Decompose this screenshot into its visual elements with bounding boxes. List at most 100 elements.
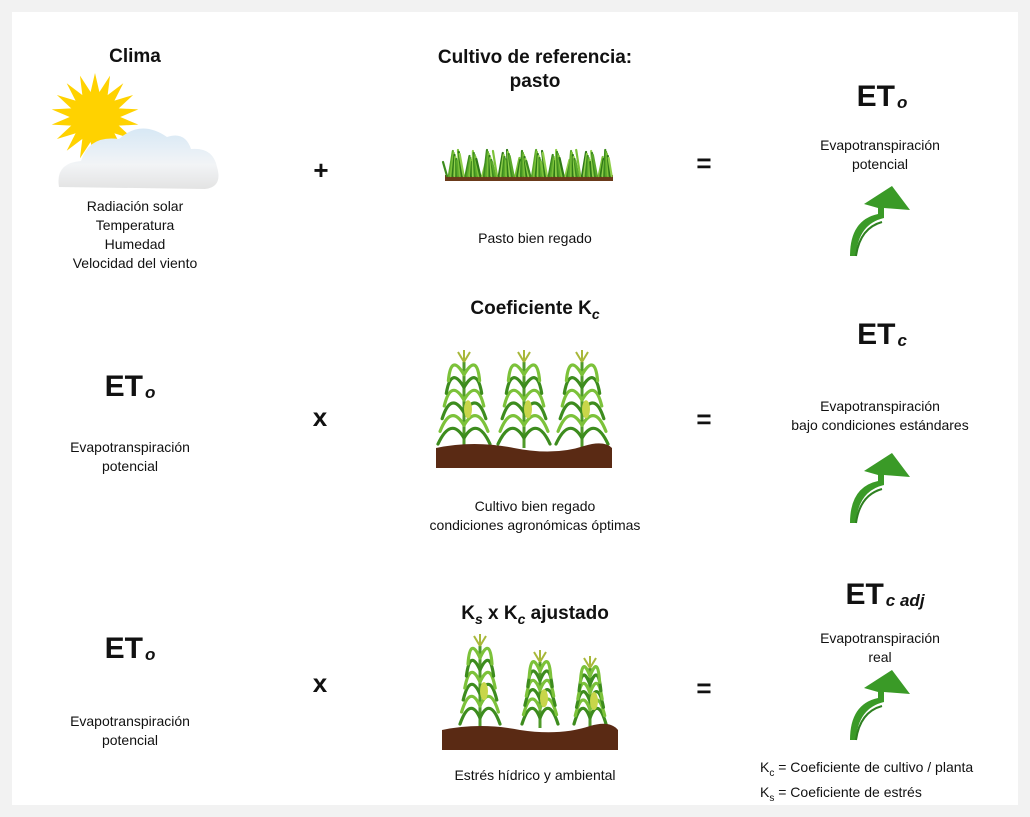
corn-leaf xyxy=(442,388,466,408)
grass-blade xyxy=(591,153,598,178)
corn-leaf xyxy=(578,665,592,684)
grass-blade xyxy=(451,153,456,178)
corn-leaf xyxy=(500,401,526,421)
corn-leaf xyxy=(462,363,482,383)
grass-blade xyxy=(575,148,582,178)
eto-input-description: Evapotranspiración potencial xyxy=(40,712,220,750)
grass-blade xyxy=(564,158,571,178)
grass-blade xyxy=(490,160,497,178)
corn-tassel xyxy=(457,350,471,363)
corn-leaf xyxy=(522,388,546,408)
corn-leaf xyxy=(462,414,490,433)
grass-blade xyxy=(497,151,504,178)
grass-blade xyxy=(441,160,449,178)
corn-leaf xyxy=(506,363,526,383)
grass-blade xyxy=(475,157,482,178)
description-line: potencial xyxy=(101,732,159,748)
ks-kc-adjusted-title: Ks x Kc ajustado xyxy=(420,603,650,627)
corn-leaf xyxy=(462,376,484,395)
grass-blade xyxy=(580,150,588,178)
corn-leaf xyxy=(538,669,554,689)
multiply-operator: x xyxy=(312,668,328,698)
corn-tassel xyxy=(533,650,547,663)
corn-leaf xyxy=(522,426,552,446)
grass-blade xyxy=(447,149,454,178)
corn-leaf xyxy=(527,660,542,679)
corn-cob xyxy=(480,682,488,701)
et-subscript: o xyxy=(144,645,156,664)
description-line: potencial xyxy=(851,156,909,172)
legend-ks: Ks = Coeficiente de estrés xyxy=(760,783,973,808)
et-subscript: c xyxy=(897,331,907,350)
reference-crop-description: Pasto bien regado xyxy=(478,230,592,246)
corn-tassel xyxy=(575,350,589,363)
corn-leaf xyxy=(560,388,584,408)
corn-leaf xyxy=(576,681,592,701)
legend-letter: K xyxy=(760,759,770,775)
corn-leaf xyxy=(523,688,542,707)
description-line: Evapotranspiración xyxy=(70,713,190,729)
description-line: Evapotranspiración xyxy=(70,439,190,455)
multiply-operator: x xyxy=(312,402,328,432)
corn-leaf xyxy=(588,665,602,684)
grass-blade xyxy=(516,158,522,178)
climate-description: Radiación solar Temperatura Humedad Velo… xyxy=(45,197,225,273)
climate-title: Clima xyxy=(109,46,161,67)
grass-blade xyxy=(530,148,538,178)
description-line: real xyxy=(868,649,892,665)
grass-blade xyxy=(466,156,472,178)
corn-leaf xyxy=(463,670,482,690)
corn-leaf xyxy=(478,706,502,726)
corn-leaf xyxy=(438,414,466,433)
corn-leaf xyxy=(462,388,486,408)
grass-blade xyxy=(482,148,489,178)
corn-leaf xyxy=(464,658,482,678)
description-line: bajo condiciones estándares xyxy=(791,417,969,433)
grass-blade xyxy=(584,154,589,178)
legend-text: = Coeficiente de estrés xyxy=(774,783,922,800)
equals-operator: = xyxy=(696,673,712,703)
corn-leaf xyxy=(478,646,494,666)
sun-cloud-icon xyxy=(45,73,225,195)
corn-leaf xyxy=(522,414,550,433)
grass-blade xyxy=(449,151,455,178)
grass-blade xyxy=(525,159,532,178)
description-line: Cultivo bien regado xyxy=(474,498,596,514)
et-subscript: c adj xyxy=(885,591,925,610)
description-line: potencial xyxy=(101,458,159,474)
corn-leaf xyxy=(498,414,526,433)
corn-leaf xyxy=(588,673,603,693)
plus-operator: + xyxy=(313,155,329,185)
corn-leaf xyxy=(524,678,542,698)
corn-leaf xyxy=(572,706,592,726)
corn-leaf xyxy=(580,388,604,408)
stress-description: Estrés hídrico y ambiental xyxy=(454,767,616,783)
description-line: Evapotranspiración xyxy=(820,398,940,414)
description-line: condiciones agronómicas óptimas xyxy=(429,517,641,533)
grass-blade xyxy=(456,159,460,178)
title-text: ajustado xyxy=(525,603,609,624)
corn-leaf xyxy=(564,363,584,383)
eto-result-description: Evapotranspiración potencial xyxy=(780,136,980,174)
title-text: x K xyxy=(482,603,518,624)
title-subscript: s xyxy=(474,611,483,627)
grass-blade xyxy=(597,155,604,178)
corn-leaf xyxy=(580,426,610,446)
corn-leaf xyxy=(504,376,526,395)
etc-adj-result-description: Evapotranspiración real xyxy=(780,629,980,667)
grass-blade xyxy=(558,156,565,178)
corn-leaf xyxy=(436,426,466,446)
kc-title-text: Coeficiente K xyxy=(470,298,592,319)
corn-leaf xyxy=(556,414,584,433)
stressed-corn-plants-icon xyxy=(440,634,622,752)
corn-leaf xyxy=(440,401,466,421)
corn-leaf xyxy=(554,426,584,446)
climate-item: Radiación solar xyxy=(86,198,184,214)
grass-blade xyxy=(589,160,593,178)
grass-blade xyxy=(458,152,465,178)
reference-crop-title: Cultivo de referencia: pasto xyxy=(400,46,670,94)
